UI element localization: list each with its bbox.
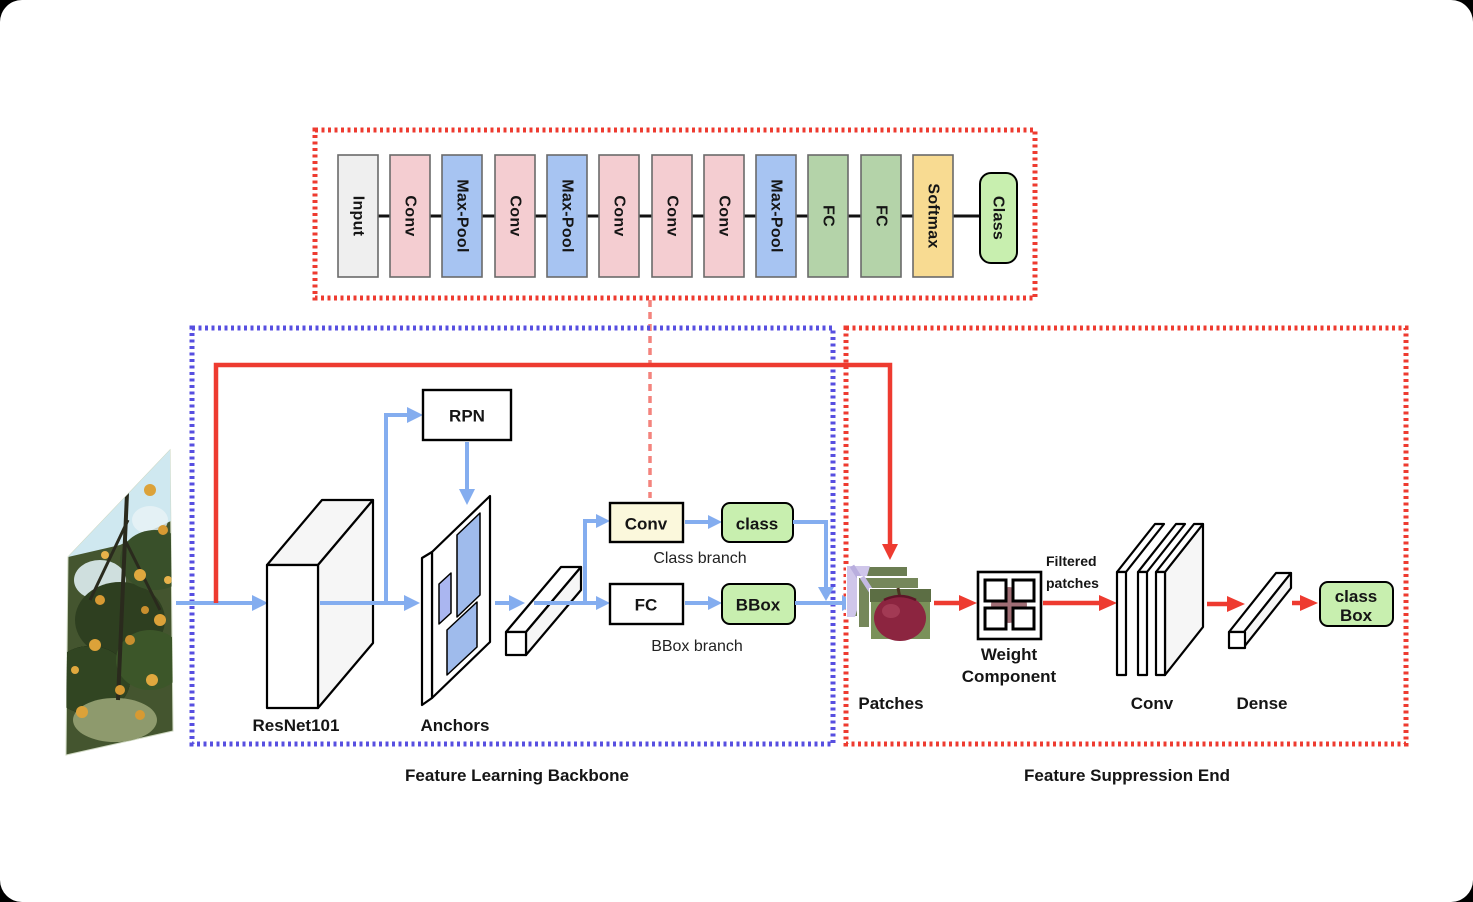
cnn-block-conv4: Conv bbox=[651, 154, 693, 278]
weight-label-line2: Component bbox=[962, 667, 1057, 686]
arrowhead bbox=[404, 595, 420, 611]
suppression-conv-label: Conv bbox=[1131, 694, 1174, 713]
arrowhead bbox=[509, 595, 525, 611]
filtered-label-line2: patches bbox=[1046, 575, 1099, 591]
feature-vector-bar bbox=[504, 565, 583, 657]
svg-text:FC: FC bbox=[873, 205, 890, 227]
orchard-photo bbox=[65, 448, 174, 756]
rpn-label: RPN bbox=[449, 407, 485, 426]
final-class-box-line2: Box bbox=[1340, 606, 1373, 625]
svg-text:Conv: Conv bbox=[716, 195, 733, 236]
bbox-output-label: BBox bbox=[736, 596, 781, 615]
final-class-box bbox=[1319, 581, 1394, 627]
red-skip-connection bbox=[213, 362, 898, 603]
final-class-box-line1: class bbox=[1335, 587, 1378, 606]
cnn-block-conv5: Conv bbox=[703, 154, 745, 278]
svg-text:Softmax: Softmax bbox=[925, 183, 942, 248]
flow-to-rpn bbox=[384, 407, 423, 603]
bbox-branch: FC BBox BBox branch bbox=[608, 582, 796, 655]
anchors-label: Anchors bbox=[421, 716, 490, 735]
anchors-plane bbox=[420, 494, 492, 707]
svg-text:Conv: Conv bbox=[402, 195, 419, 236]
svg-text:Conv: Conv bbox=[664, 195, 681, 236]
weight-component-icon bbox=[976, 570, 1043, 641]
backbone-panel-border bbox=[189, 325, 836, 747]
rpn-box bbox=[421, 388, 513, 442]
weight-label-line1: Weight bbox=[981, 645, 1038, 664]
cnn-block-fc1: FC bbox=[807, 154, 849, 278]
filtered-label-line1: Filtered bbox=[1046, 553, 1097, 569]
svg-text:Input: Input bbox=[350, 196, 367, 237]
conv-branch-box bbox=[608, 501, 685, 544]
svg-text:Max-Pool: Max-Pool bbox=[454, 179, 471, 253]
backbone-caption: Feature Learning Backbone bbox=[405, 766, 629, 785]
cnn-block-conv1: Conv bbox=[389, 154, 431, 278]
cnn-block-input: Input bbox=[337, 154, 379, 278]
svg-text:FC: FC bbox=[820, 205, 837, 227]
svg-text:Max-Pool: Max-Pool bbox=[559, 179, 576, 253]
flow-rpn-to-anchors bbox=[459, 442, 475, 505]
svg-text:Max-Pool: Max-Pool bbox=[768, 179, 785, 253]
class-output-label: class bbox=[736, 515, 779, 534]
cnn-panel-background bbox=[312, 127, 1038, 301]
cnn-block-class: Class bbox=[979, 172, 1018, 264]
suppression-panel-background bbox=[843, 325, 1409, 747]
resnet-label: ResNet101 bbox=[253, 716, 340, 735]
patches-thumbnail bbox=[846, 564, 932, 641]
cnn-block-maxpool1: Max-Pool bbox=[441, 154, 483, 278]
dense-bar bbox=[1227, 571, 1293, 650]
svg-text:Class: Class bbox=[990, 196, 1007, 240]
patches-label: Patches bbox=[858, 694, 923, 713]
arrowhead bbox=[252, 595, 268, 611]
class-branch-caption: Class branch bbox=[653, 550, 746, 567]
bbox-branch-caption: BBox branch bbox=[651, 638, 743, 655]
suppression-caption: Feature Suppression End bbox=[1024, 766, 1230, 785]
flow-to-branches bbox=[534, 514, 610, 610]
cnn-block-conv3: Conv bbox=[598, 154, 640, 278]
svg-text:Conv: Conv bbox=[507, 195, 524, 236]
cnn-block-conv2: Conv bbox=[494, 154, 536, 278]
cnn-block-softmax: Softmax bbox=[912, 154, 954, 278]
conv-stack bbox=[1115, 522, 1205, 677]
cnn-block-maxpool3: Max-Pool bbox=[755, 154, 797, 278]
cnn-pipeline-panel: Input Conv Max-Pool Conv Max-Pool Conv C… bbox=[312, 127, 1038, 498]
fc-branch-label: FC bbox=[635, 596, 658, 615]
svg-text:Conv: Conv bbox=[611, 195, 628, 236]
suppression-panel: Patches Weight Component Filtered patche… bbox=[846, 522, 1394, 785]
class-branch: Conv class Class branch bbox=[608, 501, 794, 567]
fc-branch-box bbox=[608, 582, 685, 626]
dense-label: Dense bbox=[1236, 694, 1287, 713]
cnn-block-fc2: FC bbox=[860, 154, 902, 278]
cnn-block-maxpool2: Max-Pool bbox=[546, 154, 588, 278]
conv-branch-label: Conv bbox=[625, 515, 668, 534]
